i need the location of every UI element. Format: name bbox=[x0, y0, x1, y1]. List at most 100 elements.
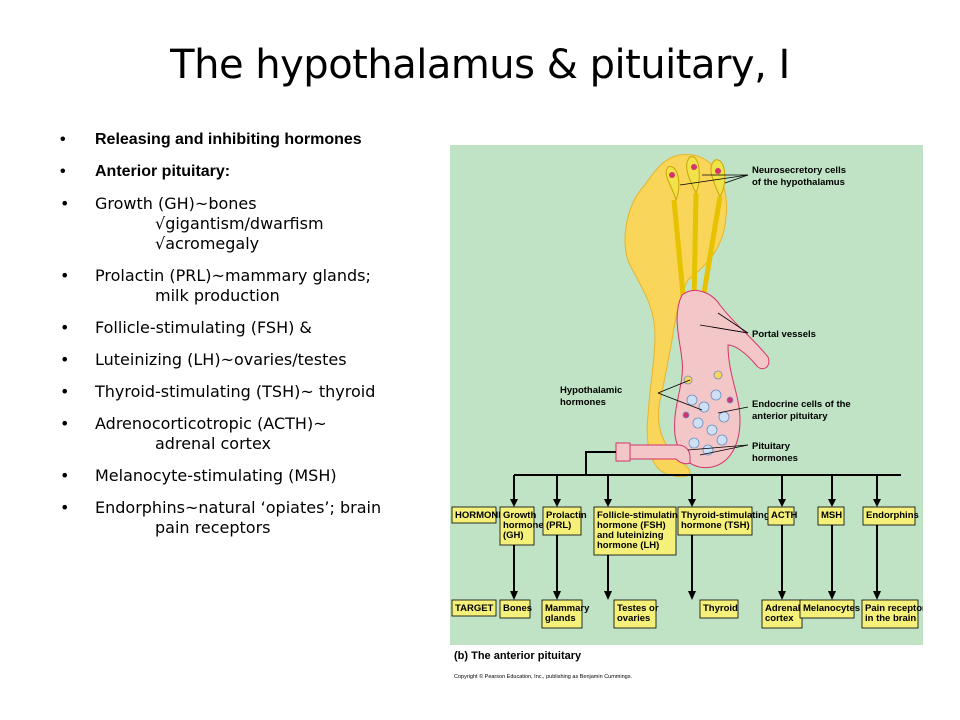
arrowhead bbox=[873, 499, 881, 507]
label-endocrine-1: Endocrine cells of the bbox=[752, 399, 851, 410]
hormone-box-text: MSH bbox=[821, 510, 842, 521]
bullet-text: Releasing and inhibiting hormones bbox=[95, 131, 362, 148]
target-box: Melanocytes bbox=[799, 599, 860, 619]
target-box-text: Melanocytes bbox=[803, 603, 860, 614]
target-box-text: ovaries bbox=[617, 613, 650, 624]
bullet-text: Adrenocorticotropic (ACTH)~ bbox=[95, 414, 327, 433]
arrowhead bbox=[828, 499, 836, 507]
arrowhead bbox=[604, 591, 612, 600]
bullet-item: Growth (GH)~bones√gigantism/dwarfism√acr… bbox=[60, 194, 460, 254]
copyright-notice: Copyright © Pearson Education, Inc., pub… bbox=[454, 673, 632, 680]
bullet-text: Endorphins~natural ‘opiates’; brain bbox=[95, 498, 382, 517]
bullet-subtext: √acromegaly bbox=[155, 234, 260, 253]
endocrine-cells bbox=[682, 370, 734, 456]
target-box-text: Thyroid bbox=[703, 603, 738, 614]
target-box-text: cortex bbox=[765, 613, 794, 624]
target-box-text: Mammary bbox=[545, 603, 590, 614]
figure-caption: (b) The anterior pituitary bbox=[454, 650, 582, 662]
bullet-item: Adrenocorticotropic (ACTH)~adrenal corte… bbox=[60, 414, 460, 454]
bullet-item: Anterior pituitary: bbox=[60, 162, 460, 182]
bullet-subtext: √gigantism/dwarfism bbox=[155, 214, 324, 233]
hormone-box-text: (GH) bbox=[503, 530, 524, 541]
bullet-subtext: pain receptors bbox=[155, 518, 271, 537]
arrowhead bbox=[510, 591, 518, 600]
hormone-tree bbox=[514, 451, 901, 476]
hormone-box: Prolactin(PRL) bbox=[542, 506, 587, 536]
target-header-text: TARGET bbox=[455, 603, 494, 614]
hormone-box-text: Thyroid-stimulating bbox=[681, 510, 770, 521]
hormone-box-text: Endorphins bbox=[866, 510, 919, 521]
target-box: Bones bbox=[499, 599, 532, 619]
label-neurosecretory-1: Neurosecretory cells bbox=[752, 165, 846, 176]
bullet-item: Thyroid-stimulating (TSH)~ thyroid bbox=[60, 382, 460, 402]
slide-title: The hypothalamus & pituitary, I bbox=[170, 42, 790, 88]
hormone-box-text: ACTH bbox=[771, 510, 798, 521]
bullet-text: Growth (GH)~bones bbox=[95, 194, 257, 213]
arrowhead bbox=[553, 591, 561, 600]
outflow-vessel bbox=[629, 444, 691, 465]
label-hypothalamic-2: hormones bbox=[560, 397, 606, 408]
arrowhead bbox=[688, 591, 696, 600]
bullet-text: Prolactin (PRL)~mammary glands; bbox=[95, 266, 371, 285]
hormone-box-text: Prolactin bbox=[546, 510, 587, 521]
target-box-text: Adrenal bbox=[765, 603, 800, 614]
target-box: Thyroid bbox=[699, 599, 739, 619]
label-endocrine-2: anterior pituitary bbox=[752, 411, 828, 422]
hormone-box-text: hormone (LH) bbox=[597, 540, 659, 551]
arrowhead bbox=[553, 499, 561, 507]
arrowhead bbox=[510, 499, 518, 507]
target-box-text: glands bbox=[545, 613, 576, 624]
label-neurosecretory-2: of the hypothalamus bbox=[752, 177, 845, 188]
label-hypothalamic-1: Hypothalamic bbox=[560, 385, 622, 396]
bullet-item: Follicle-stimulating (FSH) & bbox=[60, 318, 460, 338]
bullet-subtext: milk production bbox=[155, 286, 280, 305]
bullet-item: Prolactin (PRL)~mammary glands;milk prod… bbox=[60, 266, 460, 306]
label-pituitary-2: hormones bbox=[752, 453, 798, 464]
bullet-text: Thyroid-stimulating (TSH)~ thyroid bbox=[95, 382, 376, 401]
hormone-box: MSH bbox=[817, 506, 845, 526]
anterior-pituitary-diagram: Neurosecretory cells of the hypothalamus… bbox=[450, 145, 923, 685]
hormone-box-text: Growth bbox=[503, 510, 536, 521]
label-portal-vessels: Portal vessels bbox=[752, 329, 816, 340]
bullet-item: Endorphins~natural ‘opiates’; brainpain … bbox=[60, 498, 460, 538]
neurosecretory-cells bbox=[665, 156, 726, 306]
hormone-box: ACTH bbox=[767, 506, 798, 526]
bullet-list: Releasing and inhibiting hormonesAnterio… bbox=[60, 130, 460, 550]
arrowhead bbox=[778, 591, 786, 600]
target-box-text: in the brain bbox=[865, 613, 916, 624]
target-box-text: Bones bbox=[503, 603, 532, 614]
svg-text:Neurosecretory cells: Neurosecretory cells bbox=[752, 165, 846, 176]
bullet-subtext: adrenal cortex bbox=[155, 434, 271, 453]
caption-background bbox=[450, 645, 923, 685]
hormone-box-text: hormone bbox=[503, 520, 544, 531]
hormone-box-text: and luteinizing bbox=[597, 530, 664, 541]
svg-text:of the hypothalamus: of the hypothalamus bbox=[752, 177, 845, 188]
bullet-text: Luteinizing (LH)~ovaries/testes bbox=[95, 350, 347, 369]
target-box-text: Testes or bbox=[617, 603, 659, 614]
target-box-text: Pain receptors bbox=[865, 603, 923, 614]
bullet-text: Follicle-stimulating (FSH) & bbox=[95, 318, 312, 337]
hormone-box-text: hormone (TSH) bbox=[681, 520, 750, 531]
bullet-item: Luteinizing (LH)~ovaries/testes bbox=[60, 350, 460, 370]
arrowhead bbox=[604, 499, 612, 507]
arrowhead bbox=[873, 591, 881, 600]
bullet-text: Anterior pituitary: bbox=[95, 163, 231, 180]
hormone-header: HORMONE bbox=[451, 506, 505, 524]
hormone-box-text: hormone (FSH) bbox=[597, 520, 666, 531]
bullet-item: Releasing and inhibiting hormones bbox=[60, 130, 460, 150]
hormone-box: Endorphins bbox=[862, 506, 919, 526]
target-box: Pain receptorsin the brain bbox=[861, 599, 923, 629]
hormone-header-text: HORMONE bbox=[455, 510, 505, 521]
arrowhead bbox=[828, 591, 836, 600]
bullet-item: Melanocyte-stimulating (MSH) bbox=[60, 466, 460, 486]
arrowhead bbox=[778, 499, 786, 507]
label-pituitary-1: Pituitary bbox=[752, 441, 791, 452]
target-header: TARGET bbox=[451, 599, 497, 617]
arrowhead bbox=[688, 499, 696, 507]
bullet-text: Melanocyte-stimulating (MSH) bbox=[95, 466, 337, 485]
